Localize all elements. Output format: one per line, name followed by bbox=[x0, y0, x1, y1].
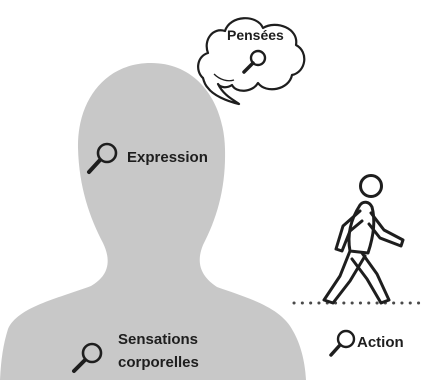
sensations-label-line2: corporelles bbox=[118, 354, 199, 371]
expression-label: Expression bbox=[127, 149, 208, 166]
sensations-magnifier-icon bbox=[72, 342, 103, 373]
walking-person-icon bbox=[322, 174, 405, 305]
action-label: Action bbox=[357, 334, 404, 351]
sensations-label-line1: Sensations bbox=[118, 331, 199, 348]
thoughts-label: Pensées bbox=[227, 27, 284, 43]
thoughts-magnifier-icon bbox=[242, 49, 267, 74]
expression-magnifier-icon bbox=[87, 142, 118, 174]
action-magnifier-icon bbox=[329, 329, 356, 357]
head-silhouette bbox=[0, 63, 306, 380]
